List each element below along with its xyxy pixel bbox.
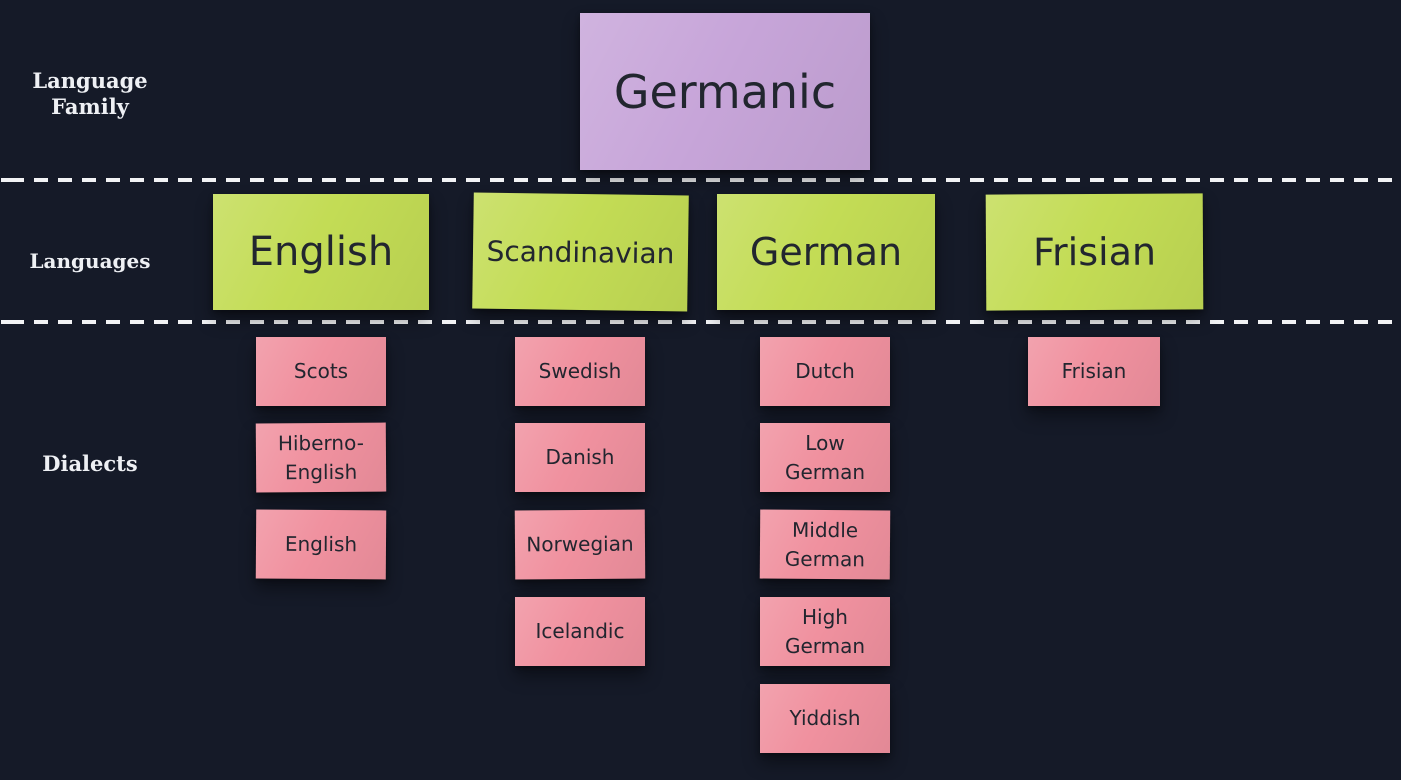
sticky-note-frisian-language[interactable]: Frisian — [985, 193, 1204, 311]
sticky-note-scandinavian-language[interactable]: Scandinavian — [472, 192, 689, 312]
sticky-note-label: Frisian — [1032, 229, 1157, 275]
row-label-languages-text: Languages — [29, 249, 151, 273]
sticky-note-label: Scandinavian — [486, 234, 675, 270]
sticky-note-middle-german[interactable]: Middle German — [759, 509, 891, 580]
row-label-languages: Languages — [0, 249, 180, 273]
sticky-note-english-dialect[interactable]: English — [255, 509, 387, 580]
row-label-dialects-text: Dialects — [42, 451, 138, 476]
sticky-note-label: High German — [784, 604, 866, 658]
sticky-note-label: Frisian — [1061, 359, 1127, 383]
sticky-note-label: Yiddish — [789, 706, 861, 730]
sticky-note-dutch[interactable]: Dutch — [760, 337, 890, 406]
sticky-note-danish[interactable]: Danish — [515, 423, 645, 492]
sticky-note-scots[interactable]: Scots — [256, 337, 386, 406]
sticky-note-low-german[interactable]: Low German — [760, 423, 890, 492]
sticky-note-label: Low German — [784, 430, 866, 484]
sticky-note-label: Danish — [545, 445, 615, 469]
sticky-note-yiddish[interactable]: Yiddish — [760, 684, 890, 753]
sticky-note-english-language[interactable]: English — [213, 194, 429, 310]
row-label-language-family-text: Language Family — [32, 68, 148, 120]
sticky-note-label: English — [248, 229, 394, 275]
sticky-note-label: Middle German — [784, 517, 866, 571]
sticky-note-label: Dutch — [795, 359, 855, 383]
sticky-note-label: English — [284, 531, 358, 557]
sticky-note-label: Hiberno-English — [277, 430, 364, 484]
sticky-note-hiberno-english[interactable]: Hiberno-English — [255, 422, 387, 493]
sticky-note-frisian-dialect[interactable]: Frisian — [1028, 337, 1160, 406]
sticky-note-german-language[interactable]: German — [717, 194, 935, 310]
sticky-note-label: Swedish — [538, 359, 622, 383]
sticky-note-high-german[interactable]: High German — [760, 597, 890, 666]
divider-family-languages — [0, 178, 1401, 182]
sticky-note-label: Germanic — [613, 64, 837, 119]
row-label-language-family: Language Family — [0, 68, 180, 120]
sticky-note-label: German — [749, 230, 903, 274]
sticky-note-label: Norwegian — [526, 531, 634, 557]
row-label-dialects: Dialects — [0, 451, 180, 476]
sticky-note-germanic[interactable]: Germanic — [580, 13, 870, 170]
sticky-note-label: Icelandic — [535, 619, 625, 643]
sticky-note-icelandic[interactable]: Icelandic — [515, 597, 645, 666]
sticky-note-norwegian[interactable]: Norwegian — [514, 509, 646, 580]
sticky-note-swedish[interactable]: Swedish — [515, 337, 645, 406]
divider-languages-dialects — [0, 320, 1401, 324]
sticky-note-label: Scots — [293, 359, 349, 383]
